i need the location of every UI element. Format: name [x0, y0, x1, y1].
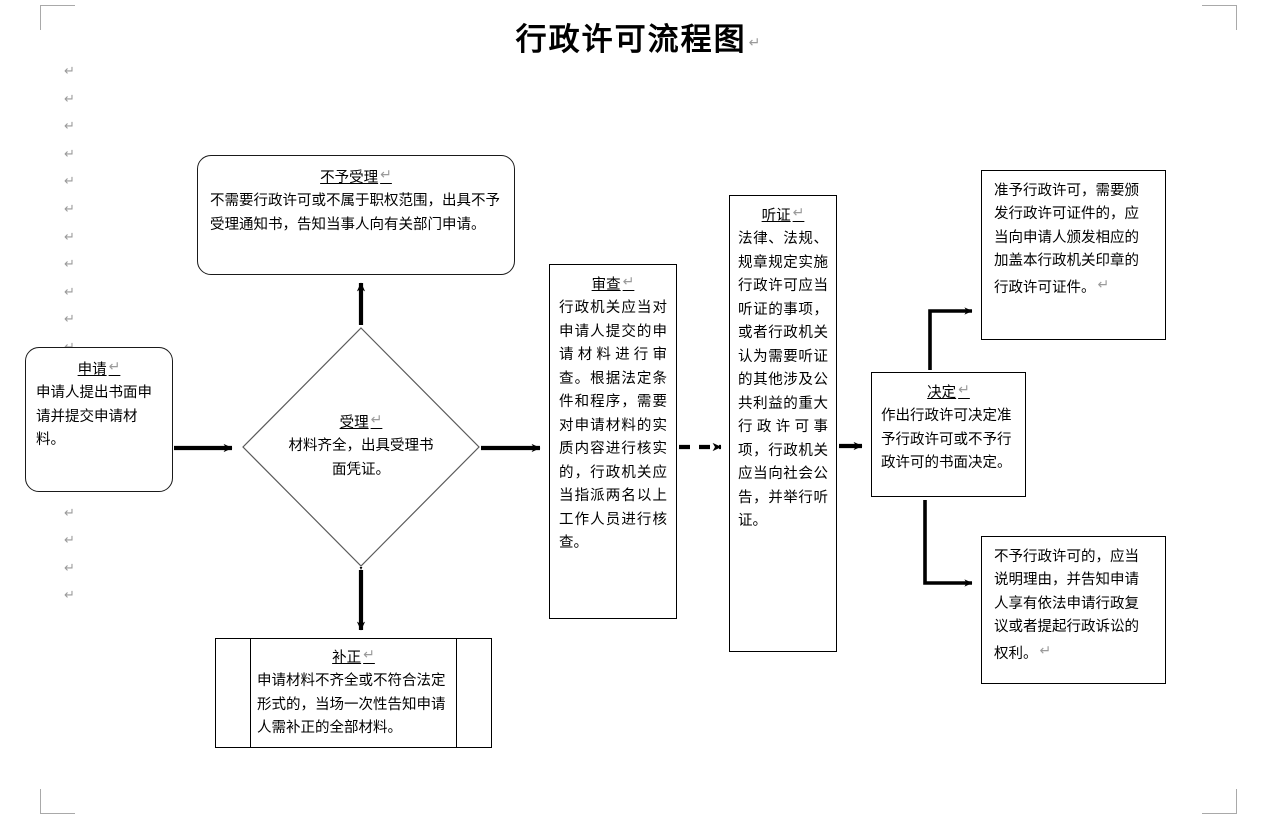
paragraph-mark-icon: ↵ [108, 359, 121, 375]
node-reject-heading: 不予受理↵ [320, 167, 392, 186]
node-hearing[interactable]: 听证↵ 法律、法规、规章规定实施行政许可应当听证的事项，或者行政机关认为需要听证… [729, 195, 837, 652]
diamond-shape [242, 327, 480, 567]
amend-main-cell: 补正↵ 申请材料不齐全或不符合法定形式的，当场一次性告知申请人需补正的全部材料。 [251, 639, 456, 747]
node-accept-body: 材料齐全，出具受理书面凭证。 [288, 438, 434, 478]
node-reject[interactable]: 不予受理↵ 不需要行政许可或不属于职权范围，出具不予受理通知书，告知当事人向有关… [197, 155, 515, 275]
page-title: 行政许可流程图↵ [0, 14, 1278, 59]
paragraph-mark-icon: ↵ [380, 167, 392, 183]
paragraph-mark-icon: ↵ [64, 119, 75, 135]
paragraph-mark-icon: ↵ [64, 64, 75, 79]
connector-decide-to-deny [923, 500, 973, 587]
node-decide-body: 作出行政许可决定准予行政许可或不予行政许可的书面决定。 [881, 408, 1012, 472]
paragraph-mark-icon: ↵ [1039, 642, 1052, 659]
paragraph-mark-icon: ↵ [792, 205, 805, 221]
paragraph-mark-icon: ↵ [370, 412, 383, 428]
paragraph-mark-icon: ↵ [64, 201, 75, 217]
paragraph-mark-icon: ↵ [363, 647, 375, 663]
paragraph-mark-icon: ↵ [64, 146, 75, 162]
paragraph-mark-icon: ↵ [64, 284, 75, 300]
crop-mark-bottom-left [40, 789, 75, 814]
paragraph-mark-icon: ↵ [64, 91, 75, 107]
paragraph-mark-icon: ↵ [748, 35, 763, 51]
paragraph-mark-icon: ↵ [1097, 276, 1110, 293]
connector-decide-to-grant [928, 307, 973, 370]
node-decide[interactable]: 决定↵ 作出行政许可决定准予行政许可或不予行政许可的书面决定。 [871, 372, 1026, 497]
page-title-text: 行政许可流程图 [515, 22, 747, 58]
paragraph-mark-icon: ↵ [64, 229, 75, 245]
node-review[interactable]: 审查↵ 行政机关应当对申请人提交的申请材料进行审查。根据法定条件和程序，需要对申… [549, 264, 677, 619]
paragraph-mark-icon: ↵ [64, 505, 75, 521]
paragraph-mark-icon: ↵ [958, 382, 970, 398]
paragraph-mark-icon: ↵ [64, 312, 75, 328]
paragraph-mark-icon: ↵ [64, 588, 75, 604]
paragraph-mark-icon: ↵ [622, 274, 635, 290]
amend-right-cell [456, 639, 491, 747]
paragraph-mark-icon: ↵ [64, 174, 75, 190]
node-amend-body: 申请材料不齐全或不符合法定形式的，当场一次性告知申请人需补正的全部材料。 [257, 673, 446, 737]
node-amend[interactable]: 补正↵ 申请材料不齐全或不符合法定形式的，当场一次性告知申请人需补正的全部材料。 [215, 638, 492, 748]
node-accept[interactable]: 受理↵ 材料齐全，出具受理书面凭证。 [242, 327, 480, 567]
node-amend-heading: 补正↵ [332, 647, 375, 666]
node-apply-body: 申请人提出书面申请并提交申请材料。 [36, 385, 152, 449]
node-review-heading: 审查↵ [591, 274, 635, 293]
crop-mark-top-right [1202, 5, 1237, 30]
amend-left-cell [216, 639, 251, 747]
node-decide-heading: 决定↵ [927, 382, 970, 401]
node-grant[interactable]: 准予行政许可，需要颁发行政许可证件的，应当向申请人颁发相应的加盖本行政机关印章的… [981, 170, 1166, 340]
crop-mark-top-left [40, 5, 75, 30]
paragraph-mark-icon: ↵ [64, 560, 75, 576]
node-reject-body: 不需要行政许可或不属于职权范围，出具不予受理通知书，告知当事人向有关部门申请。 [210, 193, 500, 233]
node-hearing-body: 法律、法规、规章规定实施行政许可应当听证的事项，或者行政机关认为需要听证的其他涉… [738, 231, 828, 530]
crop-mark-bottom-right [1202, 789, 1237, 814]
paragraph-mark-icon: ↵ [64, 533, 75, 549]
node-deny[interactable]: 不予行政许可的，应当说明理由，并告知申请人享有依法申请行政复议或者提起行政诉讼的… [981, 536, 1166, 684]
node-review-body: 行政机关应当对申请人提交的申请材料进行审查。根据法定条件和程序，需要对申请材料的… [559, 300, 667, 552]
node-accept-text: 受理↵ 材料齐全，出具受理书面凭证。 [282, 409, 440, 482]
node-deny-body: 不予行政许可的，应当说明理由，并告知申请人享有依法申请行政复议或者提起行政诉讼的… [994, 549, 1139, 662]
node-apply-heading: 申请↵ [77, 359, 121, 378]
node-grant-body: 准予行政许可，需要颁发行政许可证件的，应当向申请人颁发相应的加盖本行政机关印章的… [994, 183, 1139, 296]
paragraph-mark-icon: ↵ [64, 257, 75, 273]
node-hearing-heading: 听证↵ [761, 205, 805, 224]
node-accept-heading: 受理↵ [339, 412, 383, 431]
node-apply[interactable]: 申请↵ 申请人提出书面申请并提交申请材料。 [25, 347, 173, 492]
